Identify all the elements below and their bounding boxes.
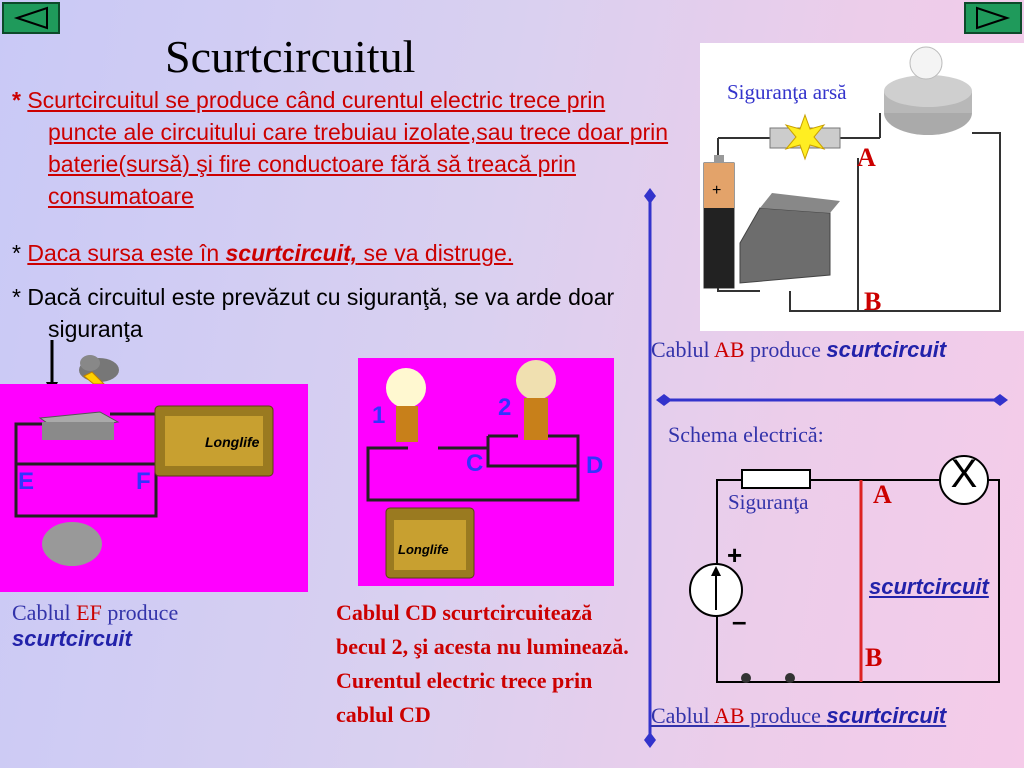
point-b-label: B xyxy=(864,287,882,316)
previous-slide-button[interactable] xyxy=(2,2,60,34)
bulb-2-label: 2 xyxy=(498,394,512,421)
para2-emphasis: scurtcircuit, xyxy=(225,240,358,266)
caption-emphasis: scurtcircuit xyxy=(826,703,947,728)
blown-fuse-photo: + Siguranţa arsă A B xyxy=(700,43,1024,331)
ef-circuit-drawing xyxy=(14,405,274,566)
point-c-label: C xyxy=(466,450,484,477)
schema-point-b: B xyxy=(865,643,883,672)
next-slide-button[interactable] xyxy=(964,2,1022,34)
ab-caption-bottom: Cablul AB produce scurtcircuit xyxy=(651,703,946,729)
cd-caption: Cablul CD scurtcircuitează becul 2, şi a… xyxy=(336,600,629,727)
caption-code: EF xyxy=(76,600,102,625)
cd-circuit-drawing xyxy=(366,360,580,579)
caption-prefix: Cablul xyxy=(651,703,714,728)
battery-brand-label: Longlife xyxy=(205,434,260,450)
caption-middle: produce xyxy=(744,337,827,362)
fuse-text: Dacă circuitul este prevăzut cu siguranţ… xyxy=(27,284,615,342)
circuit-schematic xyxy=(689,455,1000,683)
para2-text-start: Daca sursa este în xyxy=(27,240,226,266)
horizontal-divider xyxy=(656,394,1008,406)
point-e-label: E xyxy=(18,468,35,495)
bullet: * xyxy=(12,87,21,113)
caption-prefix: Cablul xyxy=(12,600,77,625)
vertical-divider xyxy=(644,188,656,748)
bulb-1-label: 1 xyxy=(372,402,386,429)
point-f-label: F xyxy=(136,468,151,495)
schema-point-a: A xyxy=(873,480,892,509)
bullet: * xyxy=(12,284,21,310)
bullet: * xyxy=(12,240,21,266)
fuse-paragraph: * Dacă circuitul este prevăzut cu sigura… xyxy=(12,281,688,345)
cd-circuit-photo: 1 2 C D Longlife xyxy=(358,358,614,586)
ab-caption-top: Cablul AB produce scurtcircuit xyxy=(651,337,946,363)
caption-middle: produce xyxy=(744,703,827,728)
back-arrow-icon xyxy=(13,6,48,30)
svg-text:+: + xyxy=(712,182,721,199)
battery-brand-label: Longlife xyxy=(398,542,449,557)
caption-emphasis: scurtcircuit xyxy=(826,337,947,362)
blown-fuse-label: Siguranţa arsă xyxy=(727,80,847,104)
ef-caption: Cablul EF produce scurtcircuit xyxy=(12,600,178,652)
caption-prefix: Cablul xyxy=(651,337,714,362)
circuit-photo-drawing: + xyxy=(703,46,1001,312)
caption-code: AB xyxy=(713,337,745,362)
point-d-label: D xyxy=(586,452,604,479)
forward-arrow-icon xyxy=(976,6,1011,30)
short-circuit-label: scurtcircuit xyxy=(869,574,989,599)
plus-sign: + xyxy=(727,540,743,570)
caption-middle: produce xyxy=(101,600,179,625)
caption-emphasis: scurtcircuit xyxy=(12,626,132,651)
minus-sign: – xyxy=(732,606,747,636)
definition-paragraph: * Scurtcircuitul se produce când curentu… xyxy=(12,84,678,212)
definition-text: Scurtcircuitul se produce când curentul … xyxy=(27,87,669,209)
slide-title: Scurtcircuitul xyxy=(165,31,416,82)
caption-code: AB xyxy=(713,703,745,728)
point-a-label: A xyxy=(857,143,876,172)
schema-title: Schema electrică: xyxy=(668,422,824,447)
fuse-label: Siguranţa xyxy=(728,490,809,514)
ef-circuit-photo: E F Longlife xyxy=(0,384,308,592)
lamp-symbol-icon: X xyxy=(950,452,978,496)
source-destroyed-paragraph: * Daca sursa este în scurtcircuit, se va… xyxy=(12,237,652,269)
para2-text-end: se va distruge. xyxy=(357,240,514,266)
